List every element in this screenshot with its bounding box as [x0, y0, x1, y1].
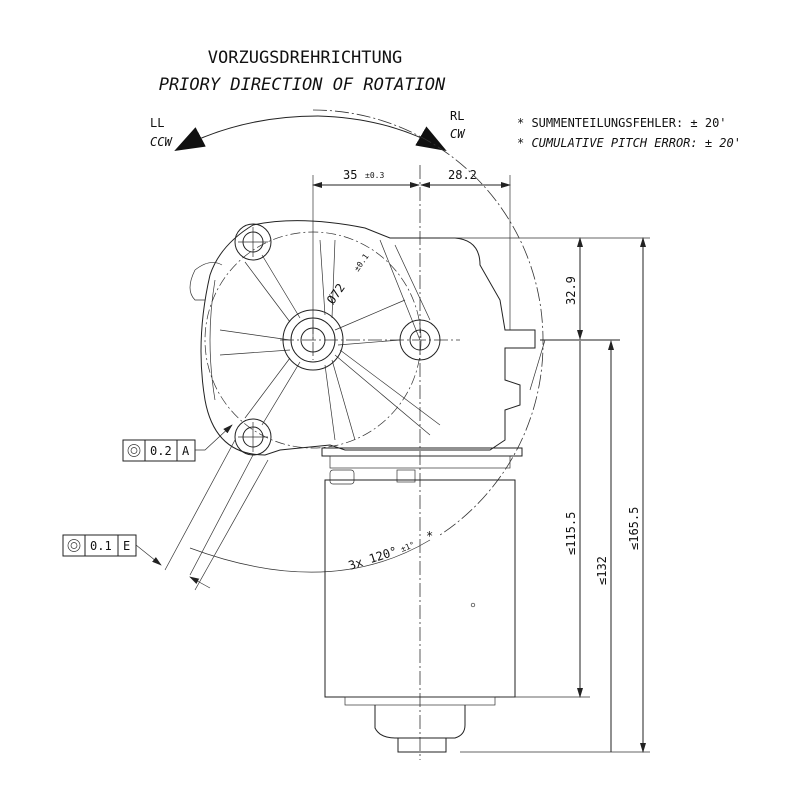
angle-dimension-arc: [189, 539, 431, 573]
dim-115-5: ≤115.5: [564, 512, 578, 555]
note-german: * SUMMENTEILUNGSFEHLER: ± 20': [517, 116, 727, 130]
dim-28-2: 28.2: [448, 168, 477, 182]
pitch-circle-arc: [312, 109, 544, 536]
dim-132: ≤132: [595, 556, 609, 585]
angle-tolerance: ±1°: [399, 540, 416, 554]
dim-35: 35: [343, 168, 357, 182]
tolerance-datum: E: [123, 539, 130, 553]
motor-body: [324, 479, 516, 753]
diameter-72-tolerance: ±0.1: [352, 252, 371, 273]
rotation-right-de: RL: [450, 109, 464, 123]
tolerance-frame-concentricity-a: 0.2 A: [122, 424, 233, 462]
leader-line: [189, 576, 211, 589]
rotation-left-de: LL: [150, 116, 164, 130]
angle-dim: 3x 120°: [347, 544, 399, 573]
vertical-dimensions: [440, 237, 650, 753]
mounting-hole: [234, 418, 272, 456]
tolerance-datum: A: [182, 444, 190, 458]
concentricity-icon: [67, 539, 81, 552]
tolerance-value: 0.1: [90, 539, 112, 553]
flange: [321, 447, 523, 485]
housing-spokes: [219, 239, 441, 441]
dim-165-5: ≤165.5: [627, 507, 641, 550]
title-english: PRIORY DIRECTION OF ROTATION: [159, 75, 446, 95]
dim-35-tolerance: ±0.3: [365, 171, 384, 180]
gear-housing: [189, 220, 536, 456]
leader-line: [135, 544, 162, 566]
leader-line: [195, 424, 233, 451]
cw-arrow-icon: [317, 115, 447, 152]
concentricity-icon: [127, 444, 141, 457]
central-hub: [282, 309, 344, 371]
hole-extension-lines: [164, 439, 269, 591]
note-english: * CUMULATIVE PITCH ERROR: ± 20': [517, 136, 741, 150]
angle-star: *: [426, 529, 433, 543]
title-german: VORZUGSDREHRICHTUNG: [208, 48, 402, 68]
rotation-left-en: CCW: [150, 135, 173, 149]
ccw-arrow-icon: [174, 115, 319, 151]
rotation-right-en: CW: [450, 127, 466, 141]
tolerance-frame-concentricity-e: 0.1 E: [62, 534, 211, 589]
dim-32-9: 32.9: [564, 276, 578, 305]
diameter-72: Ø72: [324, 281, 348, 307]
mounting-hole: [234, 223, 272, 261]
tolerance-value: 0.2: [150, 444, 172, 458]
output-shaft: [399, 319, 441, 361]
